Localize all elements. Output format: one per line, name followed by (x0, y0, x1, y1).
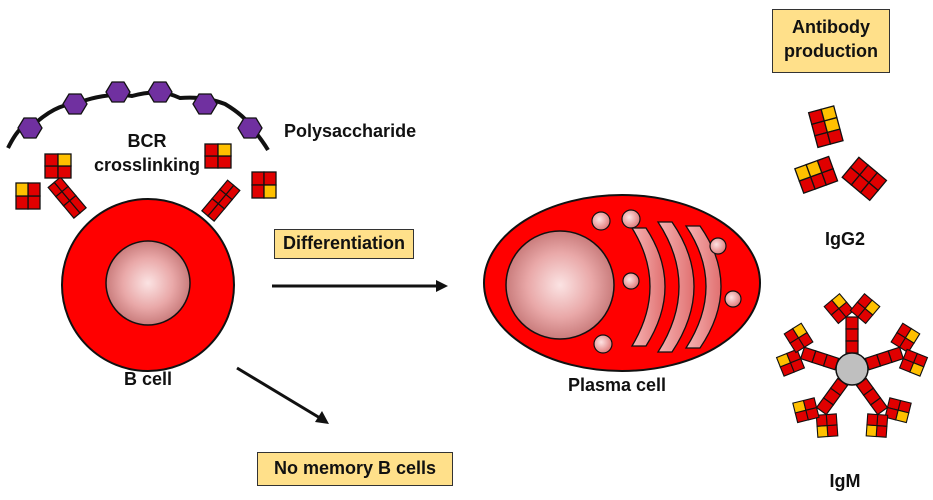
antibody-label-line2: production (784, 41, 878, 61)
bcr-label-line2: crosslinking (93, 155, 201, 175)
b-cell-nucleus (105, 240, 191, 326)
plasma-cell-label: Plasma cell (567, 375, 667, 395)
differentiation-label: Differentiation (274, 229, 414, 259)
bcr-label-line1: BCR (127, 131, 167, 151)
igg2-antibody (794, 105, 888, 202)
igg2-label: IgG2 (824, 229, 865, 249)
igm-antibody (775, 292, 929, 438)
plasma-nucleus (505, 230, 615, 340)
antibody-production-label: Antibody production (772, 9, 890, 73)
endoplasmic-reticulum (630, 221, 722, 353)
antibody-label-line1: Antibody (792, 17, 870, 37)
memory-arrow (236, 366, 329, 424)
igm-label: IgM (829, 471, 861, 491)
b-cell (15, 143, 277, 372)
b-cell-label: B cell (123, 369, 173, 389)
polysaccharide-chain (6, 81, 270, 152)
vesicles (591, 209, 742, 354)
bcr-left (15, 153, 87, 219)
plasma-cell (483, 194, 761, 372)
igm-j-chain (835, 352, 869, 386)
polysaccharide-label: Polysaccharide (284, 121, 417, 141)
differentiation-arrow (272, 280, 448, 292)
bcr-right (201, 143, 277, 222)
no-memory-label: No memory B cells (257, 452, 453, 486)
